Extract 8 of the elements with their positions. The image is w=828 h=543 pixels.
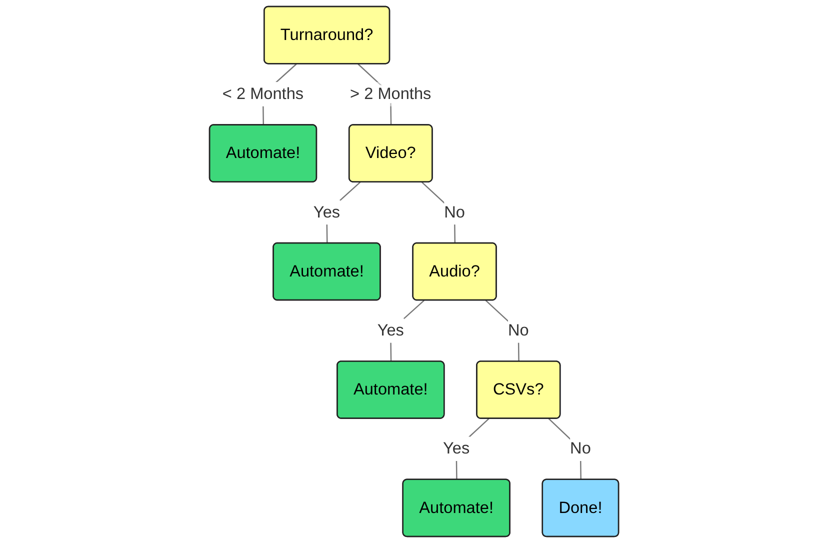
edge-label: No: [570, 440, 591, 458]
edge-label: No: [508, 322, 529, 340]
edge-label: > 2 Months: [350, 85, 432, 104]
edge-label: Yes: [377, 322, 404, 340]
edge-label: Yes: [313, 203, 340, 222]
edge-label: Yes: [442, 440, 470, 458]
edge-label: No: [444, 203, 465, 222]
edge-label: < 2 Months: [222, 85, 304, 104]
